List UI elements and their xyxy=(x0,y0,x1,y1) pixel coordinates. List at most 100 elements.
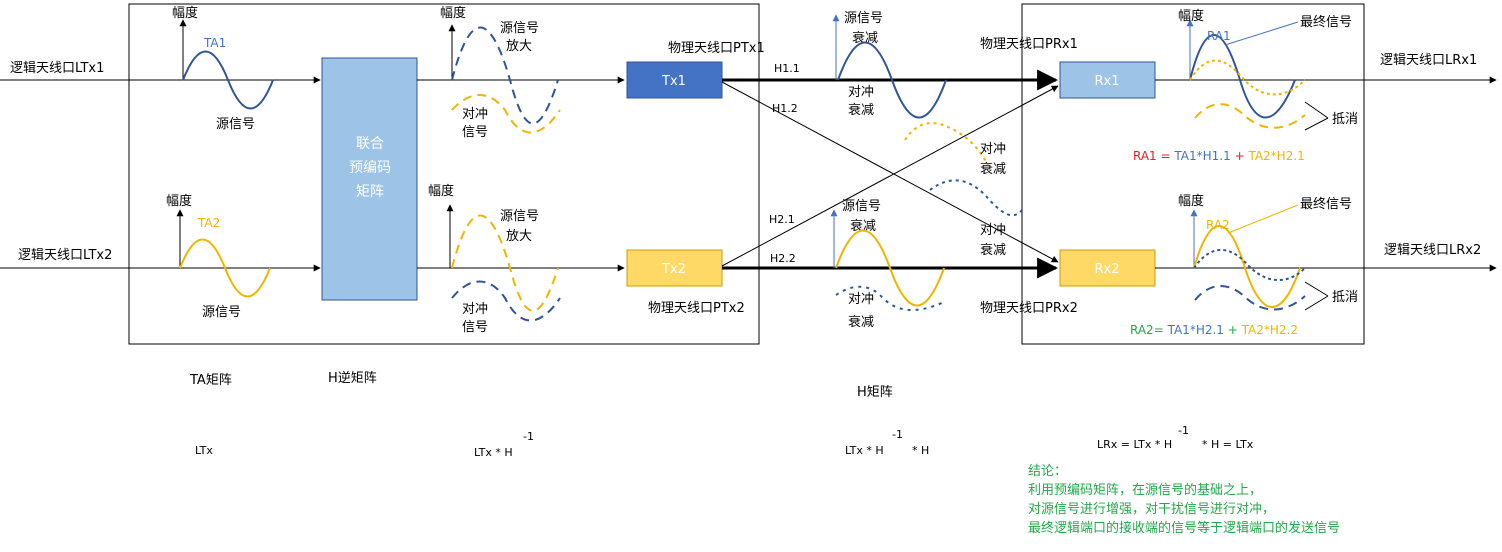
ra1-eq-term2: TA2*H2.1 xyxy=(1247,149,1304,163)
ra1-cancel-leader-1 xyxy=(1304,101,1329,119)
pre2-amplified-wave xyxy=(451,214,559,312)
ra2-label: RA2 xyxy=(1206,218,1230,232)
lrx2-label: 逻辑天线口LRx2 xyxy=(1384,243,1481,258)
ltx-hinv-superscript: -1 xyxy=(523,430,534,443)
ra2-eq-plus: + xyxy=(1224,323,1242,337)
att-mid-blue-wave xyxy=(929,179,1023,217)
ra1-final-wave xyxy=(1189,34,1296,119)
pre2-cancel-label-2: 信号 xyxy=(462,320,488,335)
ta2-label: TA2 xyxy=(197,216,220,230)
ra1-cancel-label: 抵消 xyxy=(1332,112,1358,127)
ra2-eq-term1: TA1*H2.1 xyxy=(1167,323,1224,337)
ra1-axis-label: 幅度 xyxy=(1178,8,1204,24)
ra1-final-leader xyxy=(1224,21,1299,46)
tx2-block xyxy=(626,249,723,287)
ra2-eq-lhs: RA2= xyxy=(1130,323,1168,337)
prx1-label: 物理天线口PRx1 xyxy=(980,37,1078,52)
ra2-eq-term2: TA2*H2.2 xyxy=(1241,323,1298,337)
att2-src-label-2: 衰减 xyxy=(850,218,876,234)
ra1-cancel-leader-2 xyxy=(1304,117,1329,131)
pre1-cancel-label-1: 对冲 xyxy=(462,107,488,122)
ra1-overlay-wave xyxy=(1189,59,1306,96)
h11-label: H1.1 xyxy=(774,62,800,75)
ltx-hinv-h-times: * H xyxy=(912,444,929,457)
h21-path xyxy=(721,85,1059,267)
h-matrix-label: H矩阵 xyxy=(857,385,893,400)
ra1-final-label: 最终信号 xyxy=(1300,14,1352,30)
att2-src-label-1: 源信号 xyxy=(842,199,881,214)
pre2-cancel-label-1: 对冲 xyxy=(462,302,488,317)
att2-can-label-1: 对冲 xyxy=(848,292,874,307)
att2-cancel-wave xyxy=(835,285,945,312)
ltx2-label: 逻辑天线口LTx2 xyxy=(18,248,112,263)
pre2-amp-label-1: 源信号 xyxy=(500,209,539,224)
tx1-label: Tx1 xyxy=(661,74,686,89)
ltx-hinv-formula: LTx * H xyxy=(474,446,513,459)
h22-label: H2.2 xyxy=(770,252,796,265)
att1-cancel-wave xyxy=(904,122,989,166)
rx1-block xyxy=(1059,61,1156,99)
ra2-final-leader xyxy=(1227,204,1299,234)
rx1-label: Rx1 xyxy=(1095,74,1120,89)
att1-can-label-1: 对冲 xyxy=(848,85,874,100)
matrix-label-3: 矩阵 xyxy=(356,184,384,200)
conclusion-block: 结论： 利用预编码矩阵，在源信号的基础之上， 对源信号进行增强，对干扰信号进行对… xyxy=(1028,462,1340,538)
precoding-matrix-box xyxy=(321,57,418,301)
ra1-eq-term1: TA1*H1.1 xyxy=(1173,149,1230,163)
att1-src-label-2: 衰减 xyxy=(852,30,878,46)
pre2-cancel-wave xyxy=(451,280,561,322)
att2-source-wave xyxy=(835,229,945,307)
ra2-cancel-wave xyxy=(1194,285,1306,311)
ra2-cancel-leader-1 xyxy=(1304,281,1329,297)
att-mid-label-4: 衰减 xyxy=(980,242,1006,258)
ra2-overlay-wave xyxy=(1193,248,1306,282)
ra2-axis-label: 幅度 xyxy=(1178,193,1204,209)
ra2-cancel-leader-2 xyxy=(1304,295,1329,311)
ta2-source-label: 源信号 xyxy=(202,305,241,320)
transmitter-frame xyxy=(128,3,760,345)
ta2-axis-label: 幅度 xyxy=(166,193,192,209)
ta1-source-label: 源信号 xyxy=(216,117,255,132)
ta-matrix-label: TA矩阵 xyxy=(189,373,232,388)
pre1-cancel-label-2: 信号 xyxy=(462,125,488,140)
conclusion-line-4: 最终逻辑端口的接收端的信号等于逻辑端口的发送信号 xyxy=(1028,521,1341,536)
ra1-cancel-wave xyxy=(1194,103,1306,129)
tx2-label: Tx2 xyxy=(661,262,686,277)
att-mid-label-1: 对冲 xyxy=(980,142,1006,157)
lrx-formula-lhs: LRx = LTx * H xyxy=(1097,438,1172,451)
receiver-frame xyxy=(1021,3,1365,345)
ptx1-label: 物理天线口PTx1 xyxy=(668,41,765,56)
h12-path xyxy=(721,81,1059,263)
ltx-formula: LTx xyxy=(195,444,213,457)
rx2-label: Rx2 xyxy=(1095,262,1120,277)
h21-label: H2.1 xyxy=(769,213,795,226)
ta2-wave xyxy=(179,238,271,298)
pre1-amp-label-1: 源信号 xyxy=(500,21,539,36)
matrix-label-1: 联合 xyxy=(356,136,384,152)
att1-can-label-2: 衰减 xyxy=(848,102,874,118)
matrix-label-2: 预编码 xyxy=(349,160,391,176)
att1-source-wave xyxy=(837,41,947,119)
conclusion-line-1: 结论： xyxy=(1028,464,1068,479)
pre1-cancel-wave xyxy=(451,94,561,134)
ra1-eq-plus: + xyxy=(1231,149,1249,163)
ra2-cancel-label: 抵消 xyxy=(1332,290,1358,305)
ra1-equation: RA1 = TA1*H1.1 + TA2*H2.1 xyxy=(1133,149,1305,163)
ta1-wave xyxy=(182,50,274,110)
ltx1-label: 逻辑天线口LTx1 xyxy=(10,61,104,76)
pre1-amp-label-2: 放大 xyxy=(506,39,532,54)
pre2-amp-label-2: 放大 xyxy=(506,229,532,244)
att-mid-label-3: 对冲 xyxy=(980,223,1006,238)
ra1-eq-lhs: RA1 = xyxy=(1133,149,1174,163)
conclusion-line-3: 对源信号进行增强，对干扰信号进行对冲， xyxy=(1028,502,1276,517)
ltx-hinv-h-formula: LTx * H xyxy=(845,444,884,457)
att-mid-label-2: 衰减 xyxy=(980,161,1006,177)
ra2-final-label: 最终信号 xyxy=(1300,196,1352,212)
att1-src-label-1: 源信号 xyxy=(844,11,883,26)
ptx2-label: 物理天线口PTx2 xyxy=(648,301,745,316)
pre1-axis-label: 幅度 xyxy=(440,5,466,21)
rx2-block xyxy=(1059,249,1156,287)
ta1-label: TA1 xyxy=(203,36,226,50)
h12-label: H1.2 xyxy=(772,102,798,115)
ra2-equation: RA2= TA1*H2.1 + TA2*H2.2 xyxy=(1130,323,1298,337)
